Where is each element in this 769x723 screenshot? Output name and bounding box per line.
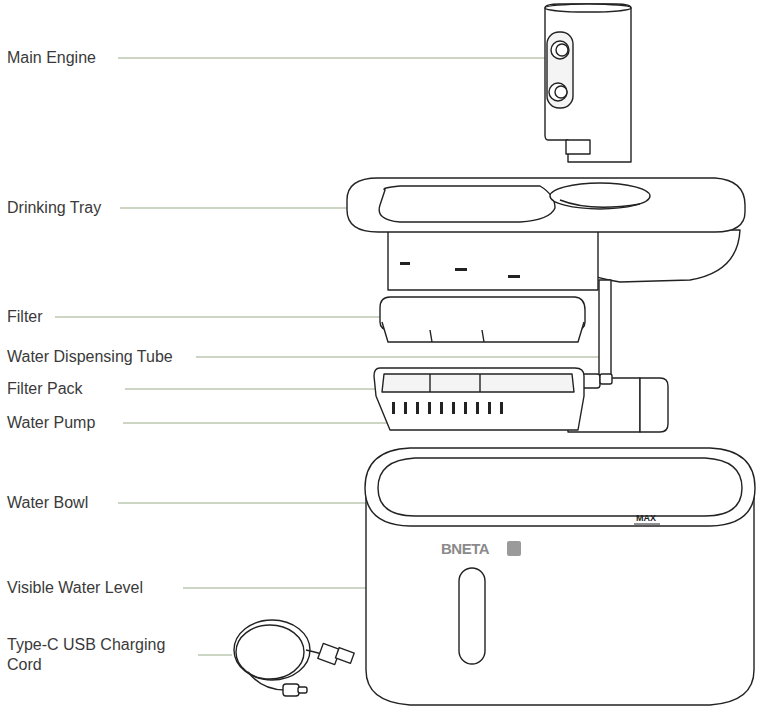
part-name: Drinking Tray — [7, 198, 101, 218]
filter-pack — [374, 368, 584, 430]
water-bowl — [365, 448, 755, 705]
part-name: Water Bowl — [7, 493, 88, 513]
usb-cable — [234, 620, 354, 696]
main-engine — [545, 4, 631, 162]
filter — [380, 297, 585, 342]
drinking-tray — [347, 178, 745, 290]
brand-logo: BNETA — [441, 540, 489, 557]
part-name: Visible Water Level — [7, 578, 143, 598]
part-name: Type-C USB Charging Cord — [7, 635, 187, 675]
part-name: Filter — [7, 307, 43, 327]
part-name: Filter Pack — [7, 379, 83, 399]
part-name: Main Engine — [7, 48, 96, 68]
part-name: Water Pump — [7, 413, 95, 433]
max-mark: MAX — [636, 513, 656, 524]
part-name: Water Dispensing Tube — [7, 347, 173, 367]
